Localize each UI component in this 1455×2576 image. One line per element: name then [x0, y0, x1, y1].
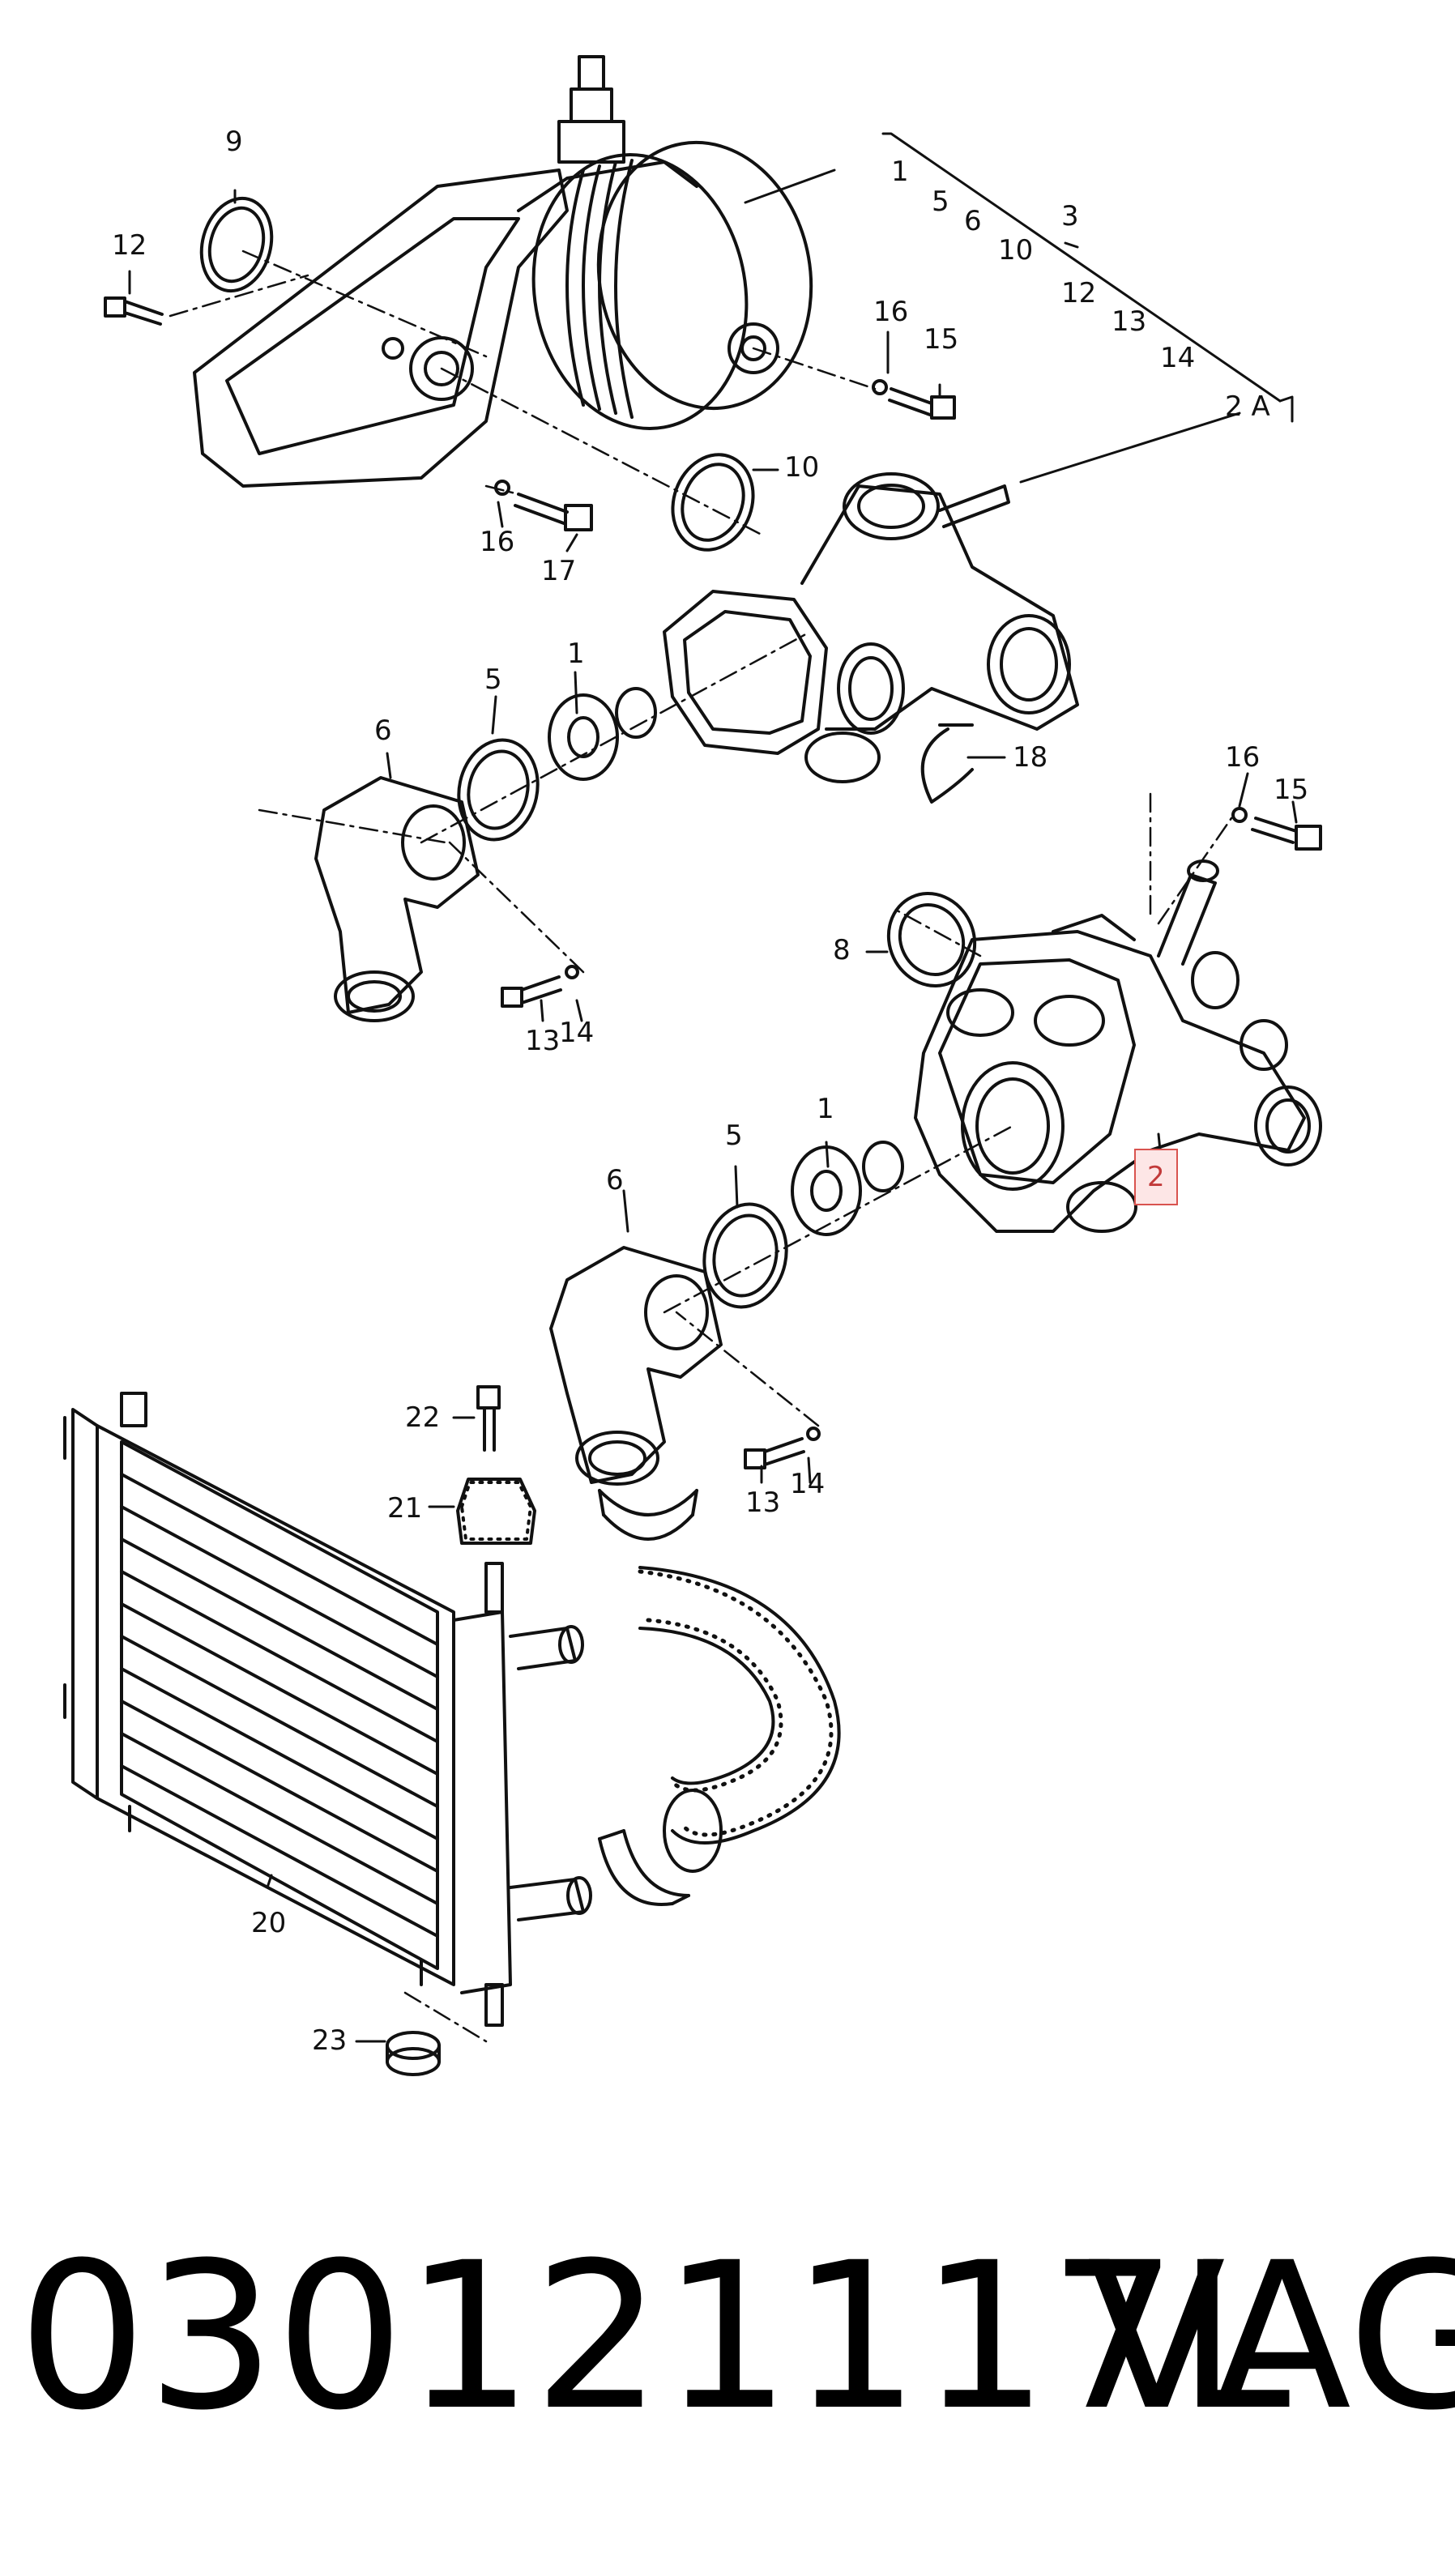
callout-6: 6: [606, 1164, 624, 1196]
thermostat-1-top: [548, 687, 657, 781]
callout-21: 21: [387, 1492, 423, 1525]
exploded-parts-diagram: 1 5 6 3 10 12 13 14 2 A 9 12 16 15 10 16…: [63, 55, 1322, 2076]
bolt-22: [476, 1385, 501, 1452]
callout-9: 9: [225, 126, 243, 158]
callout-13: 13: [1112, 305, 1147, 338]
callout-22: 22: [405, 1401, 441, 1434]
callout-12: 12: [112, 229, 147, 262]
callout-16: 16: [873, 296, 909, 328]
bolt-13-top: [501, 965, 579, 1008]
callout-23: 23: [312, 2024, 348, 2057]
brand-name: VAG: [1087, 2219, 1455, 2454]
hose-clamp-upper: [598, 1489, 698, 1541]
callout-15: 15: [1274, 774, 1309, 806]
radiator: [63, 1392, 592, 2027]
callout-5: 5: [725, 1120, 743, 1152]
callout-14: 14: [790, 1468, 826, 1500]
hose-clamp-lower: [598, 1829, 690, 1906]
bolt-15-top: [872, 379, 956, 420]
clip-18: [920, 723, 974, 804]
callout-5: 5: [484, 663, 502, 696]
gasket-5-lower: [702, 1202, 788, 1309]
callout-14: 14: [559, 1017, 595, 1049]
callout-14: 14: [1160, 342, 1196, 374]
gasket-10: [671, 453, 755, 552]
gasket-9: [199, 196, 274, 293]
coolant-hose-outline: [638, 1566, 841, 1873]
mount-21: [460, 1481, 532, 1541]
bolt-13-lower: [744, 1427, 821, 1469]
elbow-6-lower: [549, 1246, 723, 1486]
callout-17: 17: [541, 555, 577, 587]
bolt-15-lower: [1231, 807, 1322, 851]
callout-1: 1: [817, 1093, 834, 1125]
callout-1: 1: [567, 638, 585, 670]
thermostat-housing-lower: [914, 859, 1322, 1233]
callout-10: 10: [784, 451, 820, 484]
callout-13: 13: [745, 1486, 781, 1519]
callout-8: 8: [833, 934, 851, 966]
mount-21-outline: [456, 1478, 536, 1545]
callout-6: 6: [374, 714, 392, 747]
elbow-6-top: [314, 776, 480, 1022]
coolant-hose: [638, 1569, 834, 1837]
thermostat-1-lower: [791, 1141, 904, 1236]
callout-5: 5: [932, 186, 949, 218]
callout-12: 12: [1061, 277, 1097, 309]
callout-13: 13: [525, 1025, 561, 1057]
part-number: 030121117L: [18, 2219, 1291, 2454]
callout-6: 6: [964, 205, 982, 237]
callout-15: 15: [924, 323, 959, 356]
alignment-axes: [169, 249, 1233, 2043]
thermostat-housing-upper: [663, 472, 1079, 783]
part-footer: 030121117L VAG: [18, 2219, 1455, 2479]
callout-16: 16: [480, 526, 515, 558]
gasket-5-top: [457, 738, 540, 842]
bolt-17: [494, 480, 593, 531]
callout-16: 16: [1225, 741, 1261, 774]
callout-1: 1: [891, 156, 909, 188]
callout-2a: 2 A: [1225, 390, 1270, 423]
callout-3: 3: [1061, 200, 1079, 232]
callout-20: 20: [251, 1907, 287, 1939]
callout-18: 18: [1013, 741, 1048, 774]
diagram-drawing: [63, 55, 1322, 2076]
callout-10: 10: [998, 234, 1034, 267]
coolant-pump-assembly: [193, 55, 813, 488]
gasket-8: [886, 892, 977, 987]
bolt-12-top: [104, 296, 164, 326]
callout-2-highlighted: 2: [1134, 1149, 1178, 1205]
leader-lines: [128, 132, 1298, 2043]
mount-23: [386, 2031, 441, 2076]
